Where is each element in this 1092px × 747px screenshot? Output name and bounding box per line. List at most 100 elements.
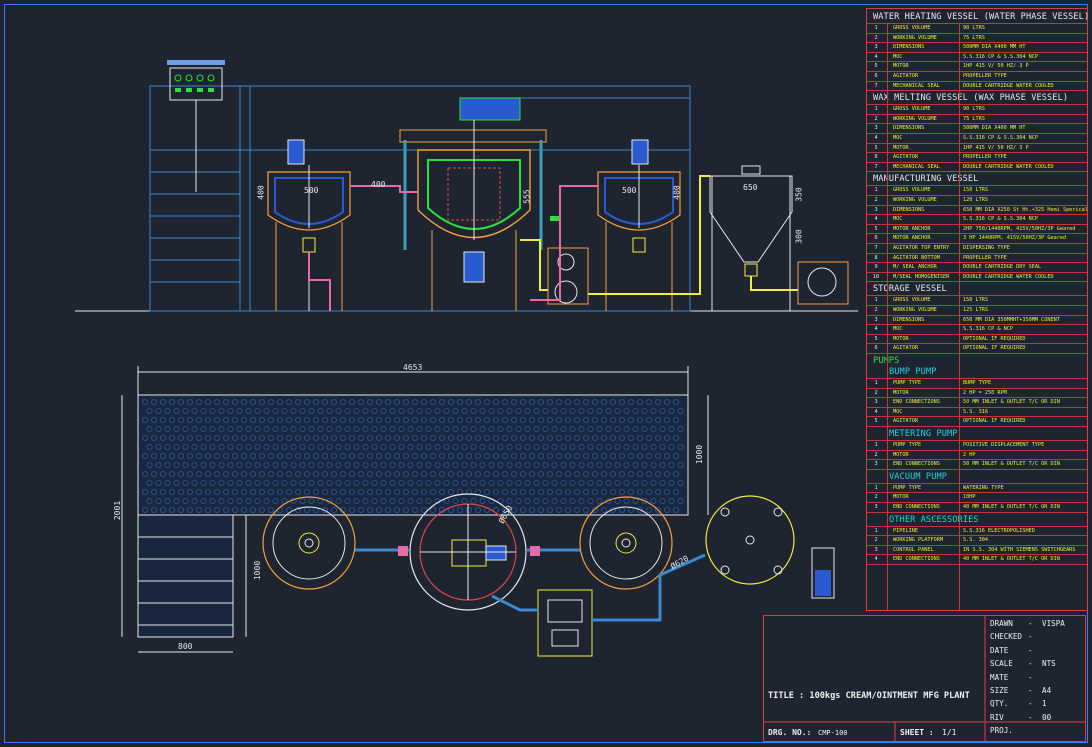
deck-hatch-dot: [159, 452, 166, 459]
deck-hatch-dot: [673, 488, 680, 495]
spec-row-value: DOUBLE CARTRIDGE WATER COOLED: [963, 82, 1054, 89]
deck-hatch-dot: [614, 407, 621, 414]
deck-hatch-dot: [416, 425, 423, 432]
deck-hatch-dot: [204, 434, 211, 441]
deck-hatch-dot: [659, 461, 666, 468]
deck-hatch-dot: [164, 407, 171, 414]
spec-row-value: 1HP 415 V/ 50 HZ/ 3 P: [963, 144, 1029, 151]
deck-hatch-dot: [411, 506, 418, 513]
spec-row-key: MOTOR: [893, 335, 909, 342]
deck-hatch-dot: [465, 452, 472, 459]
deck-hatch-dot: [236, 497, 243, 504]
deck-hatch-dot: [402, 488, 409, 495]
deck-hatch-dot: [659, 497, 666, 504]
deck-hatch-dot: [529, 434, 536, 441]
title-field-value: 1: [1042, 699, 1047, 709]
deck-hatch-dot: [371, 443, 378, 450]
deck-hatch-dot: [326, 479, 333, 486]
deck-hatch-dot: [438, 452, 445, 459]
deck-hatch-dot: [186, 452, 193, 459]
deck-hatch-dot: [551, 425, 558, 432]
deck-hatch-dot: [290, 443, 297, 450]
deck-hatch-dot: [664, 398, 671, 405]
deck-hatch-dot: [565, 398, 572, 405]
dim-mfg-height: 555: [522, 189, 532, 204]
deck-hatch-dot: [542, 461, 549, 468]
deck-hatch-dot: [515, 443, 522, 450]
deck-hatch-dot: [664, 452, 671, 459]
deck-hatch-dot: [538, 506, 545, 513]
deck-hatch-dot: [168, 488, 175, 495]
deck-hatch-dot: [601, 452, 608, 459]
deck-hatch-dot: [456, 506, 463, 513]
deck-hatch-dot: [191, 425, 198, 432]
deck-hatch-dot: [515, 479, 522, 486]
deck-hatch-dot: [393, 416, 400, 423]
deck-hatch-dot: [429, 506, 436, 513]
deck-hatch-dot: [393, 506, 400, 513]
deck-hatch-dot: [520, 398, 527, 405]
deck-hatch-dot: [155, 479, 162, 486]
deck-hatch-dot: [538, 470, 545, 477]
deck-hatch-dot: [596, 425, 603, 432]
deck-hatch-dot: [650, 407, 657, 414]
deck-hatch-dot: [312, 470, 319, 477]
title-field-value: VISPA: [1042, 619, 1065, 628]
deck-hatch-dot: [565, 470, 572, 477]
deck-hatch-dot: [398, 497, 405, 504]
deck-hatch-dot: [569, 443, 576, 450]
deck-hatch-dot: [353, 425, 360, 432]
deck-hatch-dot: [240, 452, 247, 459]
deck-hatch-dot: [411, 398, 418, 405]
spec-row-number: 1: [874, 442, 878, 448]
deck-hatch-dot: [483, 452, 490, 459]
deck-hatch-dot: [628, 434, 635, 441]
spec-row-key: PIPELINE: [893, 527, 918, 534]
deck-hatch-dot: [272, 425, 279, 432]
deck-hatch-dot: [632, 425, 639, 432]
deck-hatch-dot: [267, 470, 274, 477]
deck-hatch-dot: [267, 488, 274, 495]
deck-hatch-dot: [389, 461, 396, 468]
spec-row-value: 50 MM INLET & OUTLET T/C OR DIN: [963, 399, 1060, 406]
water-heating-vessel: [267, 139, 351, 311]
deck-hatch-dot: [533, 497, 540, 504]
deck-hatch-dot: [299, 425, 306, 432]
deck-hatch-dot: [646, 416, 653, 423]
storage-vessel-plan: [705, 495, 835, 599]
deck-hatch-dot: [200, 443, 207, 450]
deck-hatch-dot: [533, 407, 540, 414]
deck-hatch-dot: [538, 416, 545, 423]
spec-row-number: 2: [874, 389, 878, 396]
deck-hatch-dot: [218, 443, 225, 450]
deck-hatch-dot: [610, 452, 617, 459]
spec-row-key: END CONNECTIONS: [893, 461, 940, 468]
spec-row-key: AGITATOR: [893, 73, 918, 79]
deck-hatch-dot: [177, 434, 184, 441]
deck-hatch-dot: [565, 506, 572, 513]
spec-row-value: S.S. 316: [963, 408, 988, 415]
spec-row-number: 5: [874, 418, 878, 425]
dim-stair-width: 800: [178, 642, 193, 651]
dim-plan-length: 4653: [403, 363, 423, 372]
deck-hatch-dot: [461, 479, 468, 486]
deck-hatch-dot: [425, 425, 432, 432]
deck-hatch-dot: [222, 470, 229, 477]
deck-hatch-dot: [533, 479, 540, 486]
spec-row-value: 2HP 750/1440RPM, 415V/50HZ/3P Geared: [963, 225, 1076, 232]
spec-row-key: MOTOR ANCHOR: [893, 225, 931, 232]
spec-row-key: WORKING VOLUME: [893, 307, 937, 313]
deck-hatch-dot: [155, 443, 162, 450]
deck-hatch-dot: [218, 425, 225, 432]
deck-hatch-dot: [402, 398, 409, 405]
spec-row-value: OPTIONAL IF REQUIRED: [963, 418, 1026, 425]
deck-hatch-dot: [231, 398, 238, 405]
deck-hatch-dot: [664, 506, 671, 513]
deck-hatch-dot: [209, 461, 216, 468]
deck-hatch-dot: [411, 470, 418, 477]
deck-hatch-dot: [141, 452, 148, 459]
